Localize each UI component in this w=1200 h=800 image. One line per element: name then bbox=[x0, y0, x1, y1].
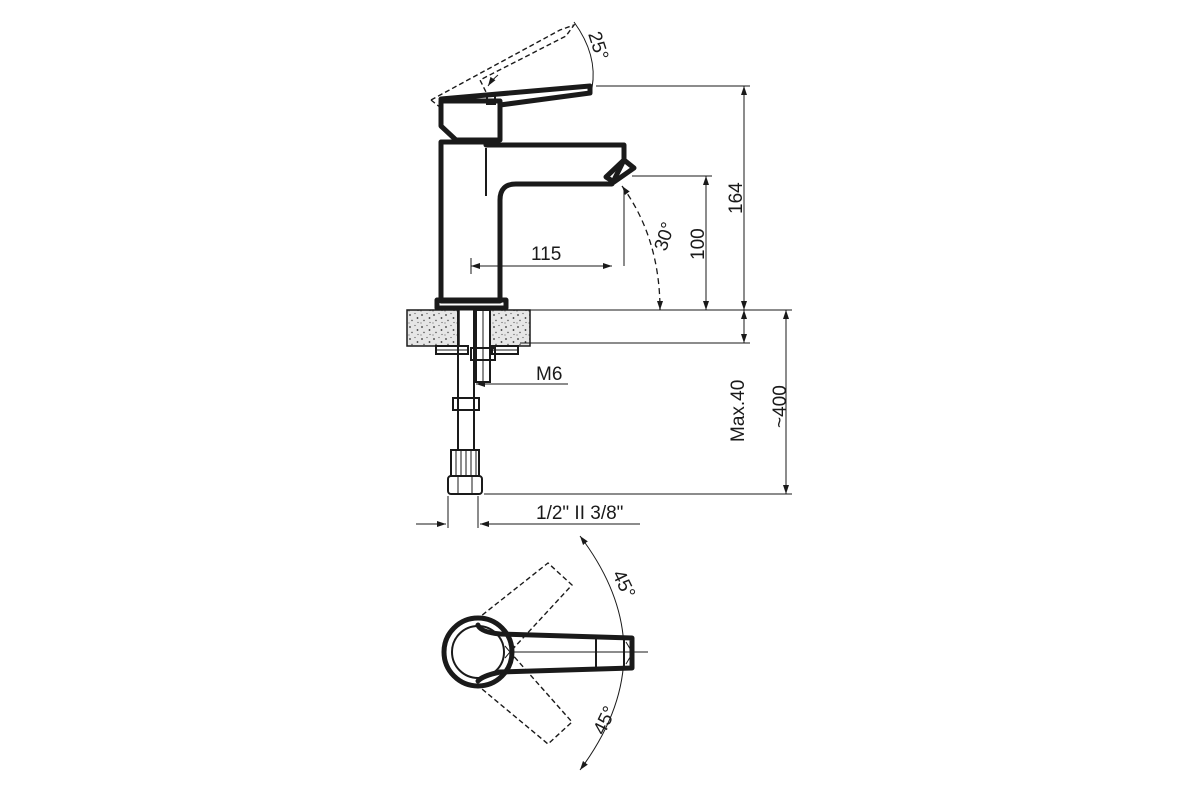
rotation-right-label: 45° bbox=[590, 703, 621, 738]
top-lever bbox=[475, 622, 635, 684]
hose-length-label: ~400 bbox=[770, 385, 791, 428]
total-height-label: 164 bbox=[726, 182, 747, 214]
faucet-body bbox=[438, 139, 627, 304]
lever-angle-label: 25° bbox=[583, 29, 612, 63]
supply-hose bbox=[457, 308, 475, 450]
top-lever-rotated-left bbox=[475, 562, 573, 653]
handle-block bbox=[438, 98, 503, 143]
spout-reach-label: 115 bbox=[531, 244, 561, 265]
rotation-left-label: 45° bbox=[608, 567, 639, 602]
countertop-right bbox=[489, 309, 531, 347]
spout-height-label: 100 bbox=[688, 228, 709, 260]
lever-handle bbox=[438, 83, 593, 108]
countertop-left bbox=[406, 309, 460, 347]
hose-crimp-ferrule bbox=[450, 449, 480, 477]
lever-raised-outline bbox=[430, 23, 576, 109]
spout-aerator bbox=[603, 157, 637, 185]
top-lever-rotated-right bbox=[475, 651, 573, 745]
connection-label: 1/2" II 3/8" bbox=[536, 503, 623, 524]
spout-angle-label: 30° bbox=[651, 220, 680, 254]
hose-nut bbox=[447, 475, 483, 495]
top-view: 45° 45° bbox=[441, 535, 648, 771]
base-plate bbox=[434, 297, 509, 311]
thread-label: M6 bbox=[536, 364, 562, 385]
max-thickness-label: Max.40 bbox=[728, 380, 749, 442]
side-view: 25° bbox=[406, 21, 792, 528]
